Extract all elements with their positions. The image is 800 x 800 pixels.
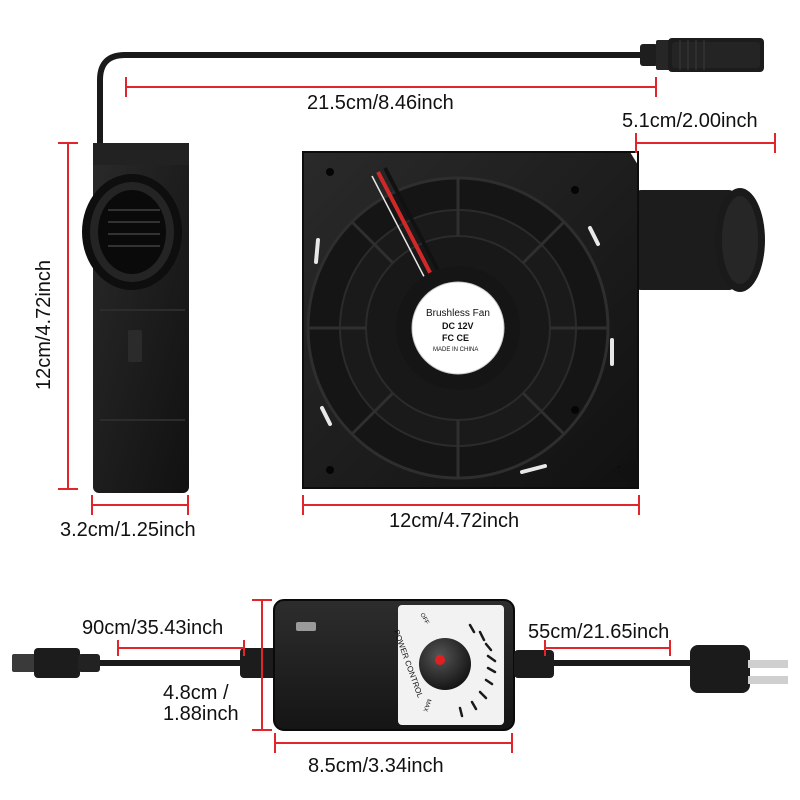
fan-height-label: 12cm/4.72inch: [33, 259, 55, 391]
fan-sticker-certification: FC CE: [442, 333, 469, 343]
fan-label-sticker: [411, 281, 505, 375]
fan-sticker-origin: MADE IN CHINA: [433, 347, 479, 353]
controller-width-label: 8.5cm/3.34inch: [308, 755, 444, 777]
fan-side-view: [82, 143, 189, 493]
fan-width-label: 12cm/4.72inch: [389, 510, 520, 532]
cable-length-label: 21.5cm/8.46inch: [307, 92, 454, 114]
fan-sticker-title: Brushless Fan: [426, 308, 490, 319]
plug-cable-length-label: 55cm/21.65inch: [528, 621, 670, 643]
dimension-lines: [58, 77, 776, 753]
fan-front-view: [302, 151, 765, 489]
fan-sticker-voltage: DC 12V: [442, 321, 474, 331]
speed-controller: [12, 599, 788, 731]
fan-thickness-label: 3.2cm/1.25inch: [60, 519, 196, 541]
controller-height-label-line1: 4.8cm /: [163, 682, 229, 704]
controller-height-label-line2: 1.88inch: [163, 703, 239, 725]
outlet-length-label: 5.1cm/2.00inch: [622, 110, 758, 132]
fan-power-cable: [97, 38, 764, 153]
dc-cable-length-label: 90cm/35.43inch: [82, 617, 224, 639]
fan-wires: [371, 167, 447, 293]
